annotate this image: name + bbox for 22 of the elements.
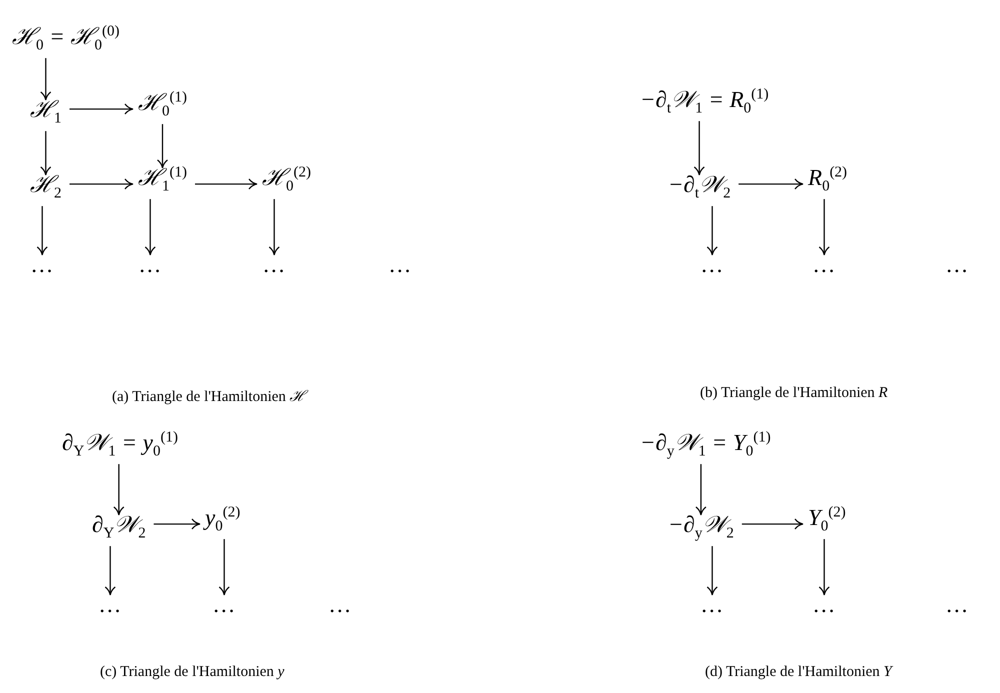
math-expression: … [32,250,52,280]
subfigure-caption: (c) Triangle de l'Hamiltonien y [100,664,284,681]
subfigure-caption: (d) Triangle de l'Hamiltonien Y [705,664,892,681]
math-expression: … [702,250,722,280]
math-expression: … [814,250,834,280]
math-expression: … [140,250,160,280]
math-expression: … [264,250,284,280]
math-expression: −∂$_{y}$𝒲$_{2}$ [668,510,734,544]
math-expression: … [702,590,722,620]
math-expression: … [814,590,834,620]
ellipsis: … [947,591,968,619]
math-expression: … [100,590,120,620]
math-expression: ℋ$_{2}$ [30,170,62,204]
math-expression: … [214,590,234,620]
subfigure-caption: (a) Triangle de l'Hamiltonien ℋ [112,385,306,406]
ellipsis: … [330,591,350,619]
math-expression: ∂$_{Y}$𝒲$_{2}$ [92,510,146,544]
math-expression: −∂$_{t}$𝒲$_{2}$ [668,170,731,204]
subfigure-caption: (b) Triangle de l'Hamiltonien R [700,385,888,402]
ellipsis: … [947,251,968,279]
math-expression: ℋ$_{1}$ [30,95,62,130]
ellipsis: … [390,251,410,279]
